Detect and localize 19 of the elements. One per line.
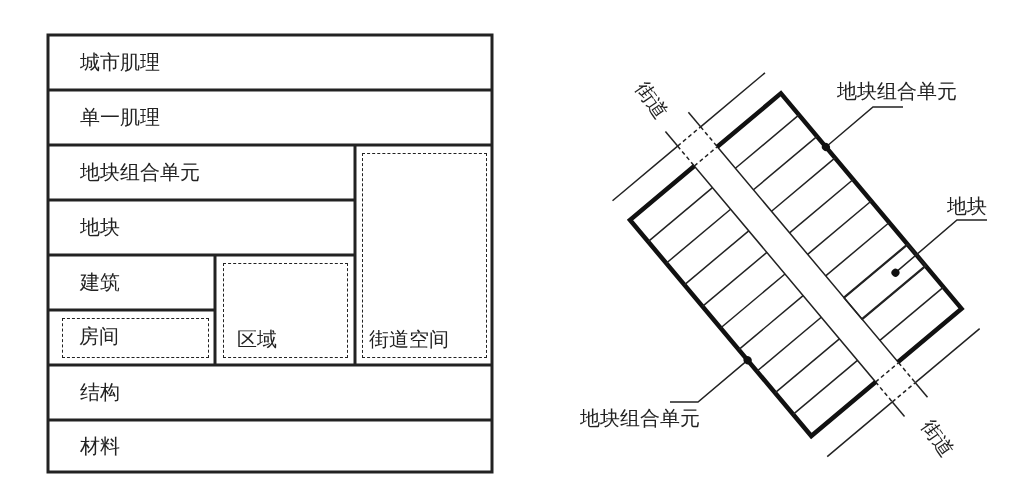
leader-line [821, 106, 904, 151]
table-cell: 单一肌理 [48, 90, 492, 145]
table-cell: 材料 [48, 420, 492, 472]
table-cell: 地块组合单元 [48, 145, 355, 200]
street-label: 街道 [632, 77, 672, 123]
callout-label: 地块组合单元 [837, 78, 985, 107]
plot-strip [843, 243, 927, 321]
dashed-box: 房间 [62, 318, 209, 358]
dashed-box: 街道空间 [362, 153, 487, 358]
table-cell: 建筑 [48, 255, 215, 310]
table-cell: 地块 [48, 200, 355, 255]
callout-label: 地块 [947, 193, 995, 220]
dashed-box: 区域 [223, 263, 348, 358]
leader-line [891, 219, 988, 277]
table-cell: 城市肌理 [48, 35, 492, 90]
callout-label: 地块组合单元 [580, 402, 728, 432]
leader-line [669, 356, 752, 403]
street-label: 街道 [918, 415, 958, 461]
table-cell: 结构 [48, 365, 492, 420]
